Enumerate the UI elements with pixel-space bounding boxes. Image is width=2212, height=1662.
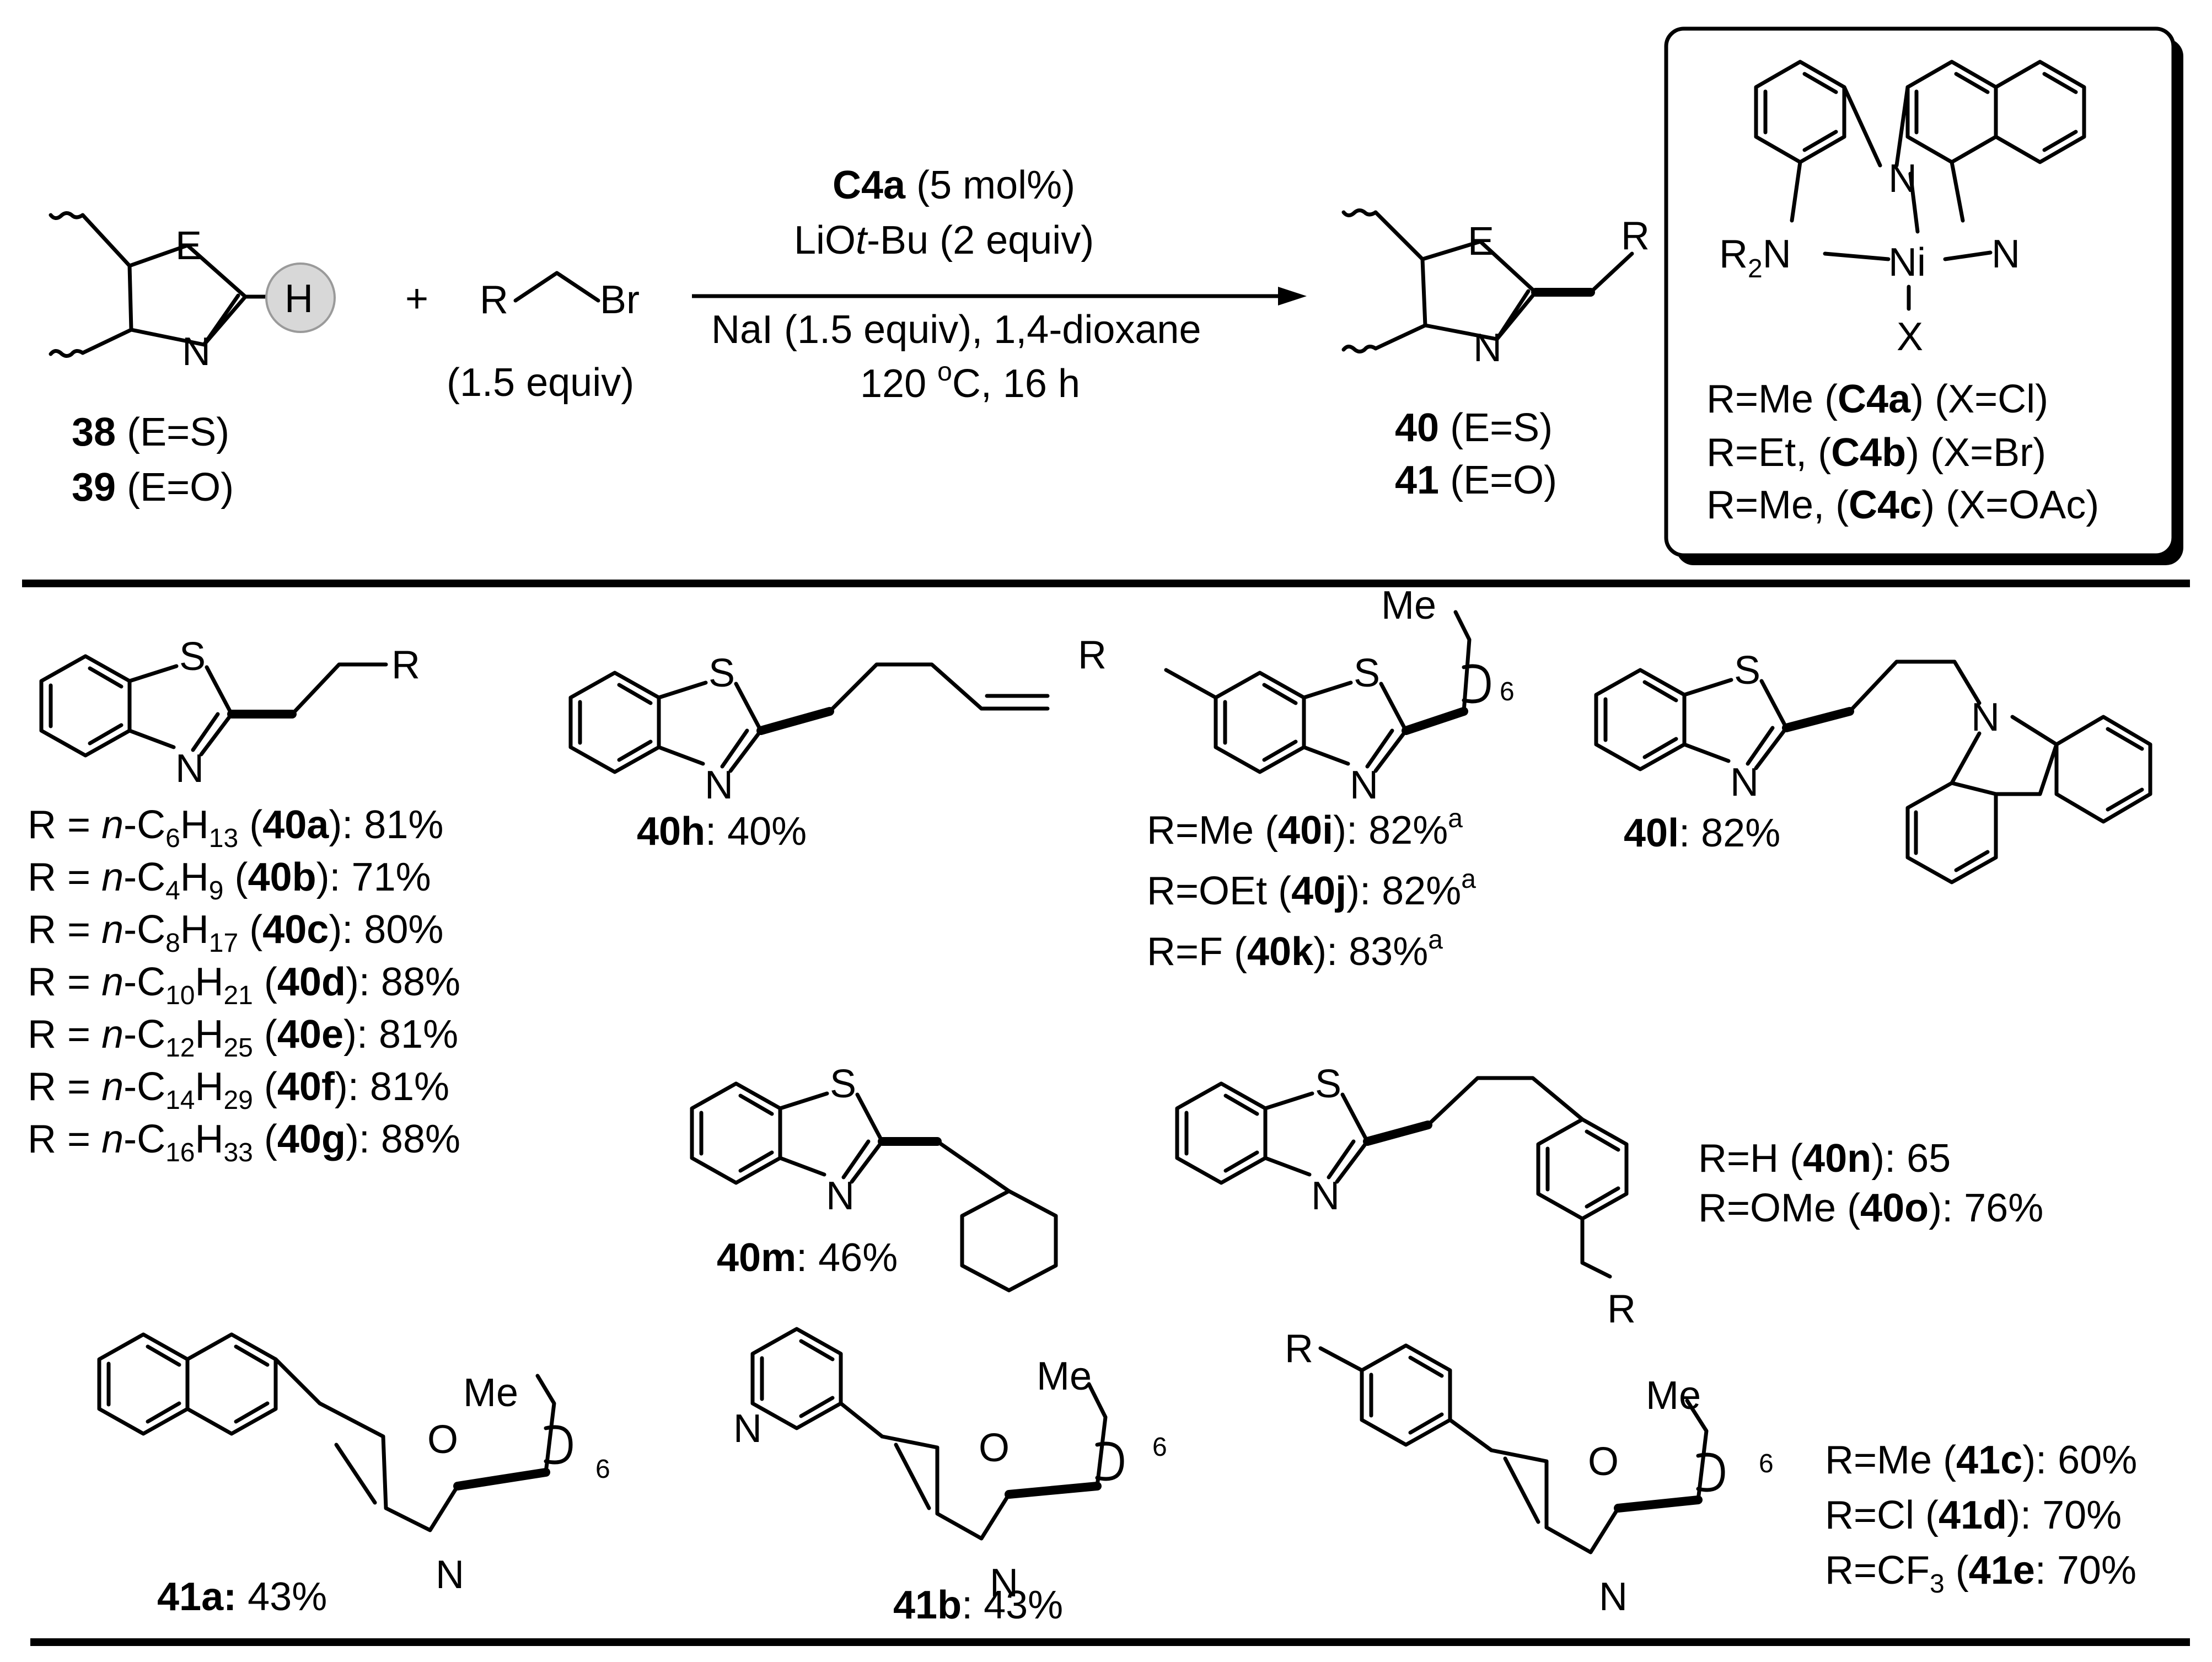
atom-n: N — [436, 1553, 464, 1597]
atom-n: N — [1599, 1575, 1628, 1619]
catalyst-box-frame — [1664, 26, 2176, 557]
atom-n: N — [182, 330, 211, 374]
atom-s: S — [179, 635, 206, 679]
yield-40g: R = n-C16H33 (40g): 88% — [28, 1117, 460, 1167]
yield-41c: R=Me (41c): 60% — [1825, 1438, 2137, 1482]
plus-sign: + — [405, 277, 428, 321]
atom-ni: Ni — [1888, 240, 1926, 285]
atom-n: N — [1350, 763, 1378, 807]
label-40h: 40h: 40% — [637, 809, 807, 854]
label-40l: 40l: 82% — [1624, 811, 1780, 855]
atom-n: N — [1888, 157, 1917, 201]
reaction-arrow-head — [1278, 287, 1307, 305]
product-40n-40o-structure: S N R — [1175, 1062, 1636, 1331]
product-41c-41e-structure: R O N Me 6 — [1285, 1327, 1774, 1619]
yield-40e: R = n-C12H25 (40e): 81% — [28, 1012, 458, 1063]
yield-40f: R = n-C14H29 (40f): 81% — [28, 1065, 449, 1115]
yield-40c: R = n-C8H17 (40c): 80% — [28, 908, 443, 958]
product-40m-structure: S N — [690, 1062, 1058, 1293]
condition-catalyst: C4a (5 mol%) — [833, 163, 1075, 207]
series-40a-40g-yields: R = n-C6H13 (40a): 81% R = n-C4H9 (40b):… — [28, 803, 460, 1167]
atom-r: R — [480, 278, 508, 322]
label-41a: 41a: 43% — [157, 1575, 327, 1619]
yield-41e: R=CF3 (41e: 70% — [1825, 1548, 2136, 1599]
product-41a-structure: S O N Me 6 — [97, 1332, 610, 1597]
substrate-label-39: 39 (E=O) — [72, 465, 234, 510]
reaction-conditions: C4a (5 mol%) LiOt-Bu (2 equiv) NaI (1.5 … — [692, 163, 1307, 406]
atom-me: Me — [1037, 1354, 1092, 1398]
yield-40a: R = n-C6H13 (40a): 81% — [28, 803, 443, 853]
yield-40n: R=H (40n): 65 — [1698, 1136, 1951, 1181]
yield-40i: R=Me (40i): 82%a — [1147, 804, 1463, 853]
substrate-label-38: 38 (E=S) — [72, 410, 229, 454]
product-40l-structure: S N N — [1594, 648, 2152, 884]
catalyst-variant-c4b: R=Et, (C4b) (X=Br) — [1706, 431, 2046, 475]
atom-n: N — [733, 1407, 762, 1451]
atom-me: Me — [463, 1371, 518, 1415]
substrate-structure: E N H — [49, 211, 336, 374]
atom-r: R — [1621, 214, 1650, 258]
yield-40j: R=OEt (40j): 82%a — [1147, 865, 1476, 913]
condition-additive: NaI (1.5 equiv), 1,4-dioxane — [711, 308, 1201, 352]
atom-n: N — [1991, 232, 2020, 276]
condition-temperature: 120 oC, 16 h — [860, 357, 1080, 406]
atom-br: Br — [600, 278, 640, 322]
catalyst-box: N Ni N X R2N R=Me (C4a) (X=Cl) R=Et, (C4… — [1664, 26, 2183, 565]
atom-n: N — [1730, 760, 1759, 805]
product-label-40: 40 (E=S) — [1395, 406, 1553, 450]
yield-40o: R=OMe (40o): 76% — [1698, 1186, 2043, 1230]
atom-o: O — [1588, 1440, 1619, 1484]
atom-n: N — [826, 1174, 855, 1218]
atom-me: Me — [1646, 1374, 1701, 1418]
atom-s: S — [1734, 648, 1760, 693]
yield-40k: R=F (40k): 83%a — [1147, 925, 1443, 974]
product-40i-40k-structure: R S N Me 6 — [1078, 583, 1515, 807]
atom-r: R — [1078, 633, 1107, 677]
atom-s: S — [1354, 651, 1380, 695]
atom-r2n: R2N — [1719, 232, 1791, 283]
atom-me: Me — [1381, 583, 1436, 628]
atom-n: N — [705, 763, 733, 807]
atom-o: O — [427, 1418, 458, 1462]
atom-s: S — [708, 651, 735, 695]
highlighted-hydrogen-circle — [265, 262, 336, 333]
atom-n: N — [1473, 326, 1502, 370]
atom-h: H — [284, 277, 313, 321]
atom-r: R — [1607, 1287, 1636, 1331]
product-structure: E N R — [1341, 208, 1650, 370]
atom-s: S — [830, 1062, 856, 1106]
product-label-41: 41 (E=O) — [1395, 458, 1557, 502]
chain-count-6: 6 — [1500, 677, 1515, 706]
atom-n: N — [990, 1561, 1018, 1605]
label-40m: 40m: 46% — [717, 1236, 898, 1280]
catalyst-variant-c4a: R=Me (C4a) (X=Cl) — [1706, 377, 2048, 421]
reagent-equiv: (1.5 equiv) — [447, 361, 634, 405]
catalyst-structure: N Ni N X R2N — [1719, 60, 2086, 359]
chain-count-6: 6 — [1759, 1449, 1774, 1478]
yield-40d: R = n-C10H21 (40d): 88% — [28, 960, 460, 1010]
atom-n: N — [1311, 1174, 1340, 1218]
atom-o: O — [979, 1426, 1010, 1470]
atom-n: N — [175, 747, 204, 791]
atom-r: R — [391, 643, 420, 687]
product-41b-structure: N O N Me 6 — [733, 1327, 1167, 1605]
condition-base: LiOt-Bu (2 equiv) — [794, 218, 1094, 262]
atom-e: E — [175, 224, 202, 268]
atom-e: E — [1468, 219, 1494, 264]
catalyst-variant-c4c: R=Me, (C4c) (X=OAc) — [1706, 483, 2099, 527]
product-40h-structure: S N — [568, 651, 1050, 807]
label-41b: 41b: 43% — [893, 1583, 1063, 1627]
chain-count-6: 6 — [595, 1455, 610, 1484]
atom-s: S — [1315, 1062, 1341, 1106]
alkyl-bromide-structure: R Br — [480, 271, 640, 322]
atom-n: N — [1971, 695, 2000, 739]
yield-40b: R = n-C4H9 (40b): 71% — [28, 855, 431, 905]
atom-r: R — [1285, 1327, 1313, 1371]
atom-x: X — [1897, 315, 1923, 359]
chain-count-6: 6 — [1152, 1433, 1167, 1462]
yield-41d: R=Cl (41d): 70% — [1825, 1493, 2122, 1537]
product-40a-40g-structure: S N R — [39, 635, 420, 791]
